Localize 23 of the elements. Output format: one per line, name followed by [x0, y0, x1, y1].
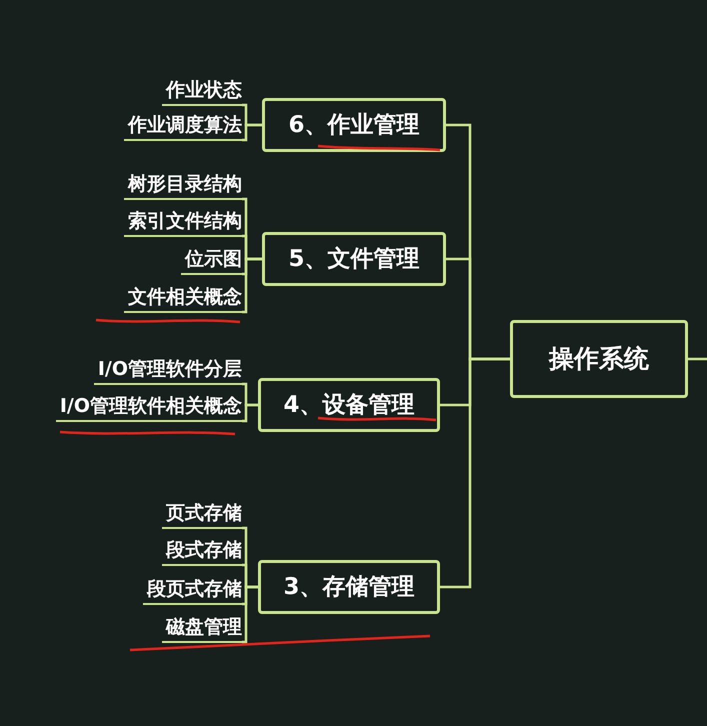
topic-box: 4、设备管理 — [258, 378, 440, 432]
connector-line — [242, 586, 258, 644]
connector-line — [688, 358, 707, 360]
subtopic-label: 树形目录结构 — [124, 170, 242, 200]
connector-line — [242, 124, 262, 142]
connector-line — [242, 258, 262, 314]
subtopic-label: 位示图 — [181, 245, 242, 275]
root-topic-box: 操作系统 — [510, 320, 688, 398]
subtopic-label: 段页式存储 — [143, 575, 242, 605]
topic-box: 3、存储管理 — [258, 560, 440, 614]
connector-line — [242, 404, 258, 422]
subtopic-label: 索引文件结构 — [124, 207, 242, 237]
connector-line — [440, 358, 510, 588]
subtopic-label: 页式存储 — [162, 499, 242, 529]
subtopic-label: 段式存储 — [162, 536, 242, 566]
subtopic-label: I/O管理软件分层 — [94, 355, 242, 385]
subtopic-label: I/O管理软件相关概念 — [56, 392, 242, 422]
subtopic-label: 作业调度算法 — [124, 111, 242, 141]
subtopic-label: 磁盘管理 — [162, 613, 242, 643]
subtopic-label: 作业状态 — [162, 76, 242, 106]
subtopic-label: 文件相关概念 — [124, 283, 242, 313]
topic-box: 6、作业管理 — [262, 98, 446, 152]
topic-box: 5、文件管理 — [262, 232, 446, 286]
